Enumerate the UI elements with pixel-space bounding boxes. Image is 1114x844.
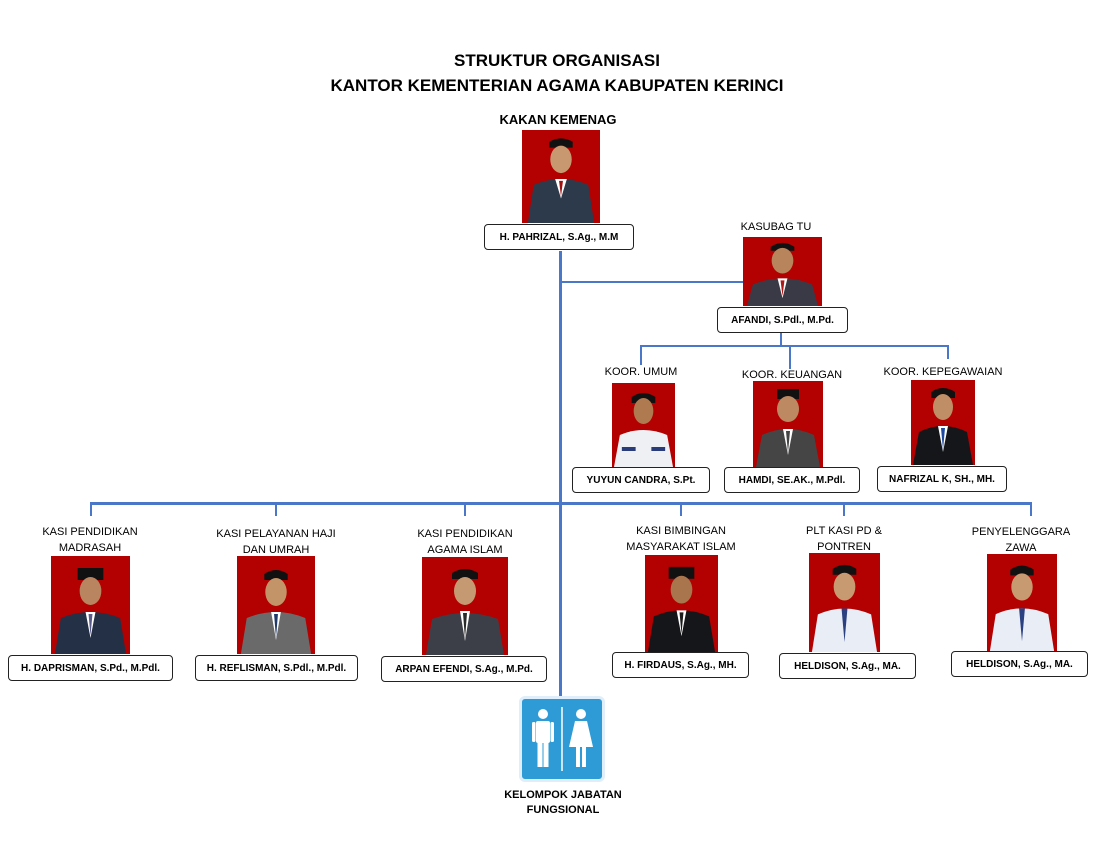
- section-5-role-line1: PLT KASI PD &: [805, 525, 882, 537]
- koor-umum-drop: [640, 345, 642, 365]
- section-5-photo: [809, 553, 880, 652]
- functional-group-label: KELOMPOK JABATAN FUNGSIONAL: [480, 788, 646, 818]
- section-1-name-box[interactable]: H. DAPRISMAN, S.Pd., M.Pdl.: [8, 655, 173, 681]
- restroom-icon: [519, 696, 605, 782]
- head-role: KAKAN KEMENAG: [499, 112, 617, 127]
- section-4-photo: [645, 555, 718, 652]
- section-5-drop: [843, 502, 845, 516]
- koor-kepegawaian-name-box[interactable]: NAFRIZAL K, SH., MH.: [877, 466, 1007, 492]
- koor-kepegawaian-drop: [947, 345, 949, 359]
- section-2-role-line1: KASI PELAYANAN HAJI: [216, 528, 336, 540]
- head-name-box[interactable]: H. PAHRIZAL, S.Ag., M.M: [484, 224, 634, 250]
- section-bus-line: [90, 502, 1031, 505]
- section-6-photo: [987, 554, 1057, 651]
- koor-umum-photo: [612, 383, 675, 467]
- koor-keuangan-drop: [789, 345, 791, 369]
- section-4-role-line1: KASI BIMBINGAN: [636, 525, 726, 537]
- section-4-name-box[interactable]: H. FIRDAUS, S.Ag., MH.: [612, 652, 749, 678]
- kasubag-photo: [743, 237, 822, 306]
- section-1-drop: [90, 502, 92, 516]
- section-6-role-line2: ZAWA: [1005, 542, 1037, 554]
- chart-subtitle: KANTOR KEMENTERIAN AGAMA KABUPATEN KERIN…: [330, 76, 784, 95]
- section-3-photo: [422, 557, 508, 655]
- koor-keuangan-photo: [753, 381, 823, 467]
- kasubag-name-box[interactable]: AFANDI, S.Pdl., M.Pd.: [717, 307, 848, 333]
- section-2-photo: [237, 556, 315, 654]
- koor-umum-name-box[interactable]: YUYUN CANDRA, S.Pt.: [572, 467, 710, 493]
- functional-group-label-line1: KELOMPOK JABATAN: [504, 789, 622, 801]
- section-6-name-box[interactable]: HELDISON, S.Ag., MA.: [951, 651, 1088, 677]
- section-2-name-box[interactable]: H. REFLISMAN, S.Pdl., M.Pdl.: [195, 655, 358, 681]
- head-photo: [522, 130, 600, 223]
- section-4-drop: [680, 502, 682, 516]
- section-2-drop: [275, 502, 277, 516]
- section-5-name-box[interactable]: HELDISON, S.Ag., MA.: [779, 653, 916, 679]
- section-3-role-line1: KASI PENDIDIKAN: [417, 528, 513, 540]
- section-4-role-line2: MASYARAKAT ISLAM: [626, 541, 736, 553]
- koor-kepegawaian-role: KOOR. KEPEGAWAIAN: [883, 366, 1003, 378]
- section-6-role-line1: PENYELENGGARA: [971, 526, 1071, 538]
- section-1-role-line1: KASI PENDIDIKAN: [42, 526, 138, 538]
- koor-umum-role: KOOR. UMUM: [604, 366, 678, 378]
- kasubag-role: KASUBAG TU: [740, 221, 812, 233]
- section-3-name-box[interactable]: ARPAN EFENDI, S.Ag., M.Pd.: [381, 656, 547, 682]
- kasubag-branch-line: [561, 281, 743, 283]
- koor-keuangan-name-box[interactable]: HAMDI, SE.AK., M.Pdl.: [724, 467, 860, 493]
- koor-kepegawaian-photo: [911, 380, 975, 465]
- section-1-role-line2: MADRASAH: [58, 542, 122, 554]
- section-6-drop: [1030, 502, 1032, 516]
- section-5-role-line2: PONTREN: [817, 541, 871, 553]
- main-trunk-line: [559, 251, 562, 697]
- functional-group-label-line2: FUNGSIONAL: [526, 804, 600, 816]
- kasubag-drop-line: [780, 332, 782, 346]
- section-2-role-line2: DAN UMRAH: [242, 544, 310, 556]
- chart-title: STRUKTUR ORGANISASI: [454, 51, 660, 70]
- koor-keuangan-role: KOOR. KEUANGAN: [741, 369, 843, 381]
- section-1-photo: [51, 556, 130, 654]
- section-3-role-line2: AGAMA ISLAM: [427, 544, 503, 556]
- koordinator-bus-line: [640, 345, 948, 347]
- section-3-drop: [464, 502, 466, 516]
